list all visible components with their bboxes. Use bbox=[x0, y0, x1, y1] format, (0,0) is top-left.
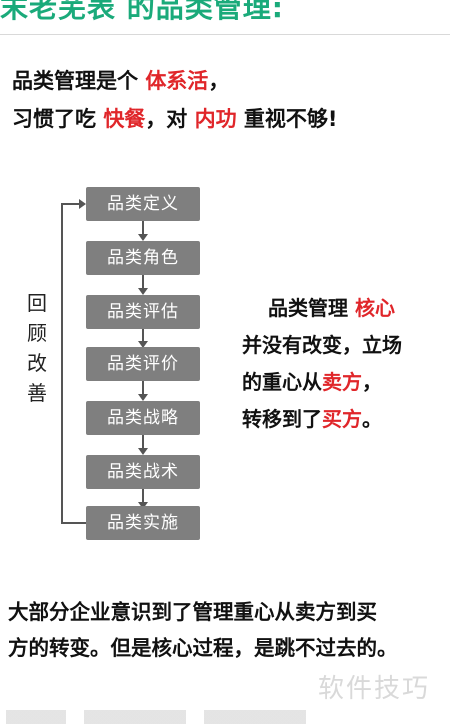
arrow-head-6 bbox=[138, 502, 148, 509]
step-category-definition: 品类定义 bbox=[86, 187, 200, 221]
highlight-internal: 内功 bbox=[194, 107, 237, 131]
loop-label-char: 回 bbox=[27, 291, 47, 315]
step-category-role: 品类角色 bbox=[86, 241, 200, 275]
loop-label-char: 善 bbox=[27, 381, 47, 405]
step-category-tactics: 品类战术 bbox=[86, 455, 200, 489]
intro-text-part: ，对 bbox=[145, 107, 195, 131]
note-text-part: 。 bbox=[362, 407, 382, 431]
note-line-1: 品类管理 核心 bbox=[242, 290, 447, 327]
loop-label: 回 顾 改 善 bbox=[22, 288, 52, 408]
intro-text-part: 习惯了吃 bbox=[12, 107, 104, 131]
arrow-head-1 bbox=[138, 234, 148, 241]
highlight-system: 体系活 bbox=[145, 69, 209, 93]
intro-line-1: 品类管理是个 体系活， bbox=[12, 62, 442, 100]
note-line-3: 的重心从卖方， bbox=[242, 364, 447, 401]
highlight-fastfood: 快餐 bbox=[103, 107, 146, 131]
arrow-head-4 bbox=[138, 394, 148, 401]
core-note: 品类管理 核心 并没有改变，立场 的重心从卖方， 转移到了买方。 bbox=[242, 290, 447, 438]
note-text-part: 的重心从 bbox=[242, 370, 322, 394]
note-line-4: 转移到了买方。 bbox=[242, 401, 447, 438]
note-text-part: 转移到了 bbox=[242, 407, 322, 431]
summary-line-2: 方的转变。但是核心过程，是跳不过去的。 bbox=[8, 636, 398, 660]
loop-line bbox=[61, 203, 86, 524]
summary-text: 大部分企业意识到了管理重心从卖方到买 方的转变。但是核心过程，是跳不过去的。 bbox=[8, 594, 448, 666]
arrow-head-5 bbox=[138, 448, 148, 455]
step-category-assessment: 品类评估 bbox=[86, 295, 200, 329]
step-category-strategy: 品类战略 bbox=[86, 401, 200, 435]
cropped-text-line bbox=[6, 710, 306, 724]
divider bbox=[0, 34, 450, 35]
note-line-2: 并没有改变，立场 bbox=[242, 333, 402, 357]
step-category-evaluation: 品类评价 bbox=[86, 347, 200, 381]
intro-text-part: 重视不够! bbox=[236, 107, 338, 131]
step-category-implementation: 品类实施 bbox=[86, 506, 200, 540]
loop-label-char: 顾 bbox=[27, 321, 47, 345]
arrow-head-3 bbox=[138, 341, 148, 348]
highlight-seller: 卖方 bbox=[322, 370, 362, 394]
flow-connectors bbox=[61, 199, 148, 524]
note-text-part: 品类管理 bbox=[268, 296, 355, 320]
highlight-buyer: 买方 bbox=[322, 407, 362, 431]
intro-text-part: ， bbox=[208, 69, 230, 93]
summary-line-1: 大部分企业意识到了管理重心从卖方到买 bbox=[8, 600, 377, 624]
top-heading: 末老芜表 的品类管理: bbox=[0, 0, 284, 22]
intro-text: 品类管理是个 体系活， 习惯了吃 快餐，对 内功 重视不够! bbox=[12, 62, 442, 138]
highlight-core: 核心 bbox=[354, 296, 395, 320]
loop-arrow-head bbox=[79, 199, 86, 209]
loop-label-char: 改 bbox=[27, 351, 47, 375]
intro-text-part: 品类管理是个 bbox=[12, 69, 146, 93]
intro-line-2: 习惯了吃 快餐，对 内功 重视不够! bbox=[12, 100, 442, 138]
watermark: 软件技巧 bbox=[318, 674, 431, 704]
note-text-part: ， bbox=[362, 370, 382, 394]
arrow-head-2 bbox=[138, 288, 148, 295]
